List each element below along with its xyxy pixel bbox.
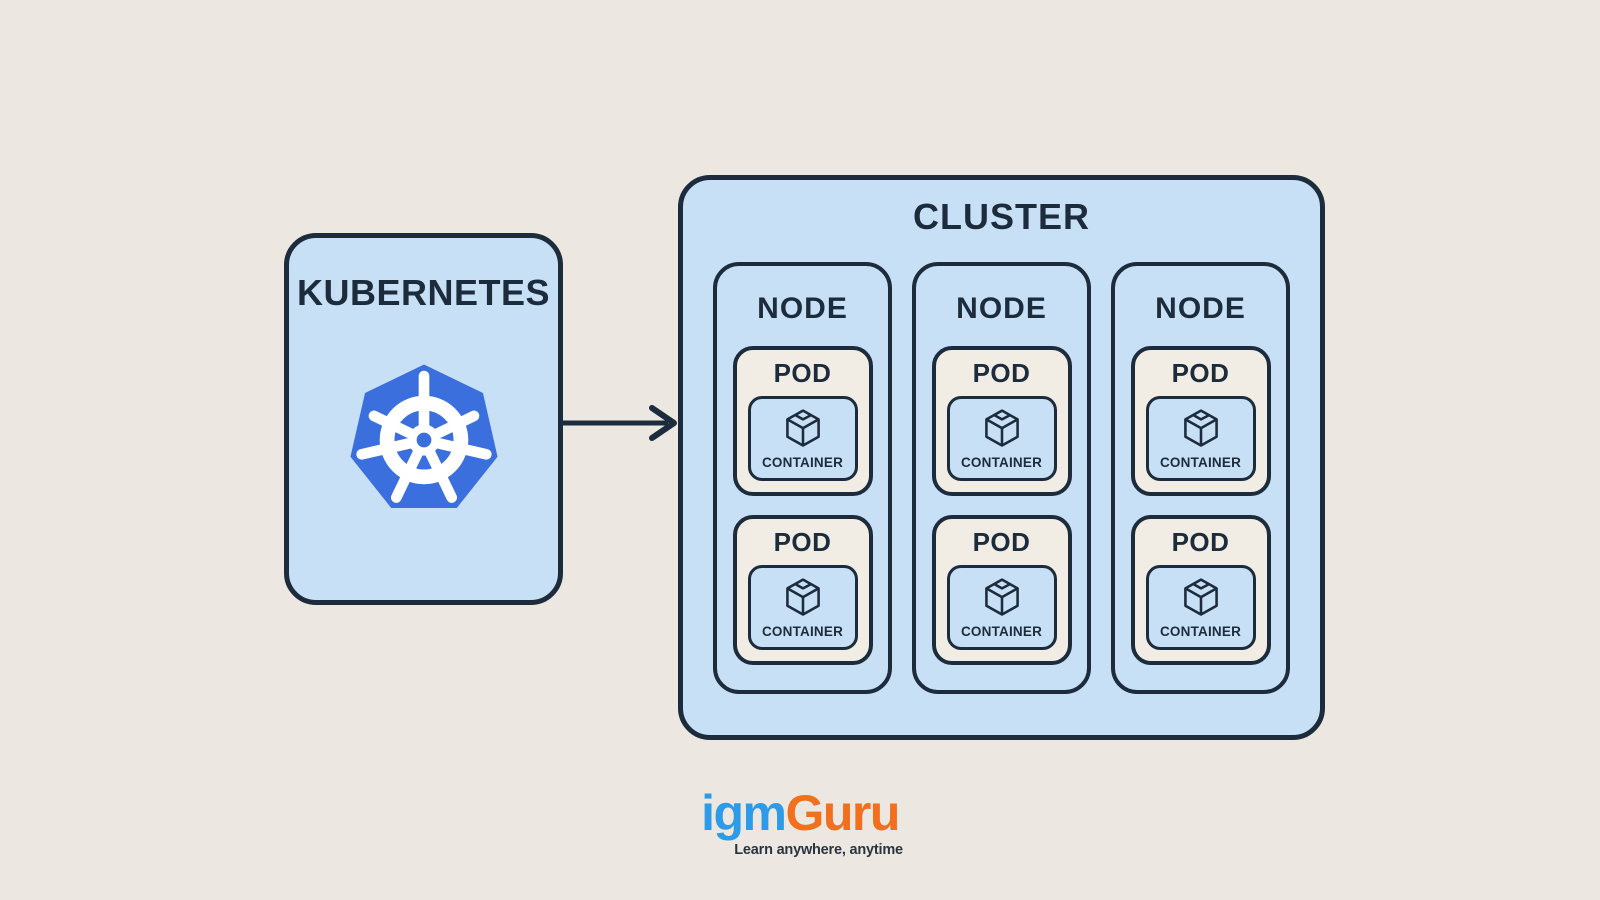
- brand-logo-igm: igm: [701, 785, 787, 841]
- pod-label: POD: [972, 527, 1031, 557]
- node-label: NODE: [956, 292, 1047, 325]
- pod-box: POD CONTAINER: [931, 515, 1072, 665]
- pod-label: POD: [773, 527, 832, 557]
- pod-label: POD: [1171, 527, 1230, 557]
- node-box-3: NODE POD: [1111, 262, 1290, 694]
- node-label: NODE: [757, 292, 848, 325]
- pod-box: POD CONTAINER: [732, 346, 873, 496]
- pod-box: POD CONTAINER: [732, 515, 873, 665]
- container-label: CONTAINER: [960, 455, 1043, 470]
- cube-icon: [785, 409, 820, 447]
- container-label: CONTAINER: [1159, 455, 1242, 470]
- nodes-row: NODE POD: [713, 262, 1290, 694]
- pod-box: POD CONTAINER: [1130, 515, 1271, 665]
- pods-column: POD CONTAINER: [931, 346, 1072, 665]
- brand-tagline: Learn anywhere, anytime: [734, 842, 903, 858]
- node-box-2: NODE POD: [912, 262, 1091, 694]
- brand-block: igmGuru Learn anywhere, anytime: [701, 785, 903, 859]
- container-box: CONTAINER: [1145, 396, 1256, 481]
- kubernetes-logo-icon: [349, 364, 498, 508]
- container-label: CONTAINER: [761, 624, 844, 639]
- kubernetes-label: KUBERNETES: [296, 272, 551, 313]
- container-label: CONTAINER: [1159, 624, 1242, 639]
- cube-icon: [785, 578, 820, 616]
- container-box: CONTAINER: [747, 396, 858, 481]
- pod-label: POD: [1171, 358, 1230, 388]
- kubernetes-box: KUBERNETES: [284, 233, 563, 605]
- pod-label: POD: [972, 358, 1031, 388]
- pods-column: POD CONTAINER: [732, 346, 873, 665]
- container-box: CONTAINER: [946, 565, 1057, 650]
- pods-column: POD CONTAINER: [1130, 346, 1271, 665]
- brand-logo: igmGuru: [701, 785, 900, 841]
- cluster-box: CLUSTER NODE POD: [678, 175, 1325, 740]
- container-label: CONTAINER: [960, 624, 1043, 639]
- flow-arrow-icon: [558, 405, 677, 441]
- cube-icon: [1183, 409, 1218, 447]
- node-box-1: NODE POD: [713, 262, 892, 694]
- node-label: NODE: [1155, 292, 1246, 325]
- cube-icon: [1183, 578, 1218, 616]
- container-box: CONTAINER: [1145, 565, 1256, 650]
- cube-icon: [984, 409, 1019, 447]
- pod-box: POD CONTAINER: [931, 346, 1072, 496]
- container-box: CONTAINER: [747, 565, 858, 650]
- cube-icon: [984, 578, 1019, 616]
- container-box: CONTAINER: [946, 396, 1057, 481]
- pod-label: POD: [773, 358, 832, 388]
- container-label: CONTAINER: [761, 455, 844, 470]
- pod-box: POD CONTAINER: [1130, 346, 1271, 496]
- brand-logo-guru: Guru: [785, 785, 900, 841]
- cluster-title: CLUSTER: [913, 196, 1090, 237]
